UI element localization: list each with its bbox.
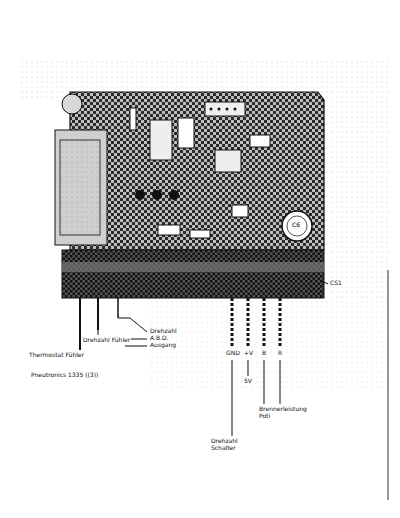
pin-label: 5V bbox=[243, 378, 253, 385]
pin-name: B bbox=[261, 350, 267, 357]
pin-label: Drehzahl Schalter bbox=[210, 438, 258, 452]
pin-label: Brennerleistung Poti bbox=[258, 406, 306, 420]
signal-name: A.B.D. bbox=[149, 335, 169, 342]
part-name: CS1 bbox=[329, 280, 343, 287]
pin-label: Thermostat Fühler bbox=[28, 352, 85, 359]
part-name: C6 bbox=[291, 222, 301, 229]
signal-name: Ausgang bbox=[149, 342, 177, 349]
pin-label: Drehzahl Fühler bbox=[82, 337, 131, 344]
part-number: Pneutronics 1335 ((3)) bbox=[30, 372, 99, 379]
pin-name: R bbox=[277, 350, 283, 357]
pin-name: +V bbox=[243, 350, 254, 357]
pin-name: GND bbox=[225, 350, 241, 357]
signal-name: Drehzahl bbox=[149, 328, 178, 335]
